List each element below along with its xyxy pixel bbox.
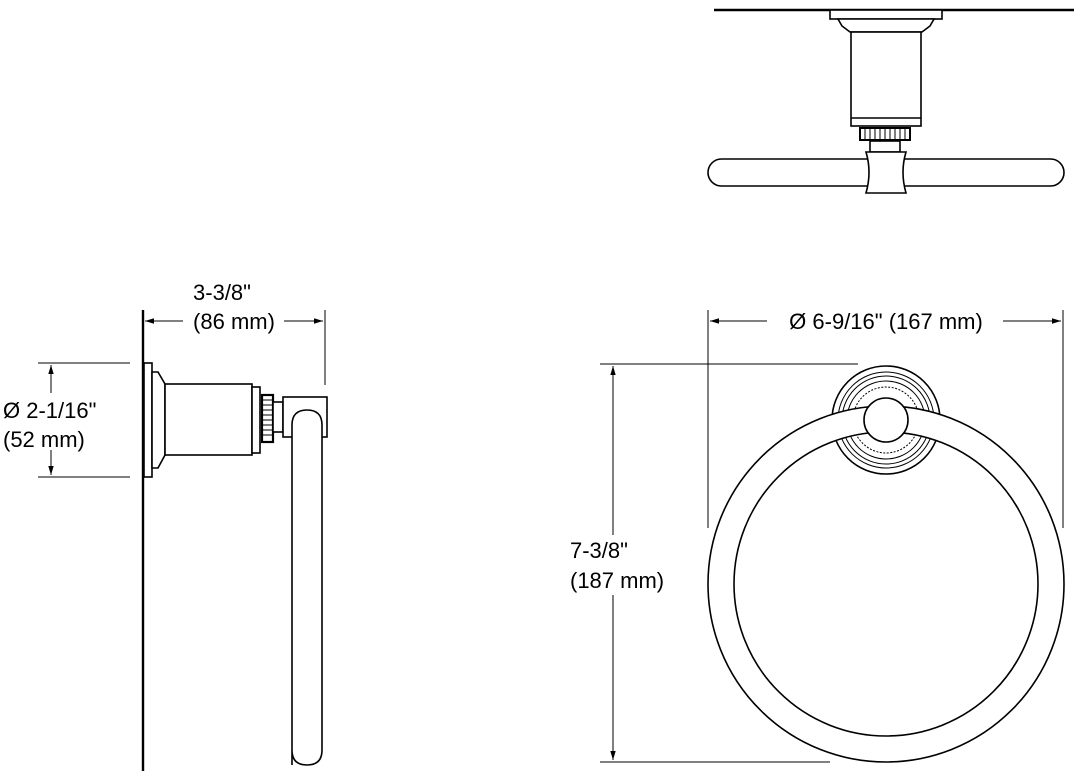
height-inches-label: 7-3/8" — [570, 538, 628, 563]
depth-mm-label: (86 mm) — [193, 309, 275, 334]
flange-step — [151, 371, 166, 469]
neck — [869, 140, 901, 153]
height-mm-label: (187 mm) — [570, 568, 664, 593]
flange — [143, 362, 153, 478]
post-body — [164, 383, 253, 456]
knob — [863, 397, 909, 443]
flange-diameter-mm-label: (52 mm) — [3, 427, 85, 452]
side-view: 3-3/8" (86 mm) Ø 2-1/16" (52 mm) — [3, 280, 328, 771]
hub — [864, 151, 908, 194]
flange-diameter-inches-label: Ø 2-1/16" — [3, 398, 96, 423]
towel-ring — [707, 405, 1065, 763]
top-view — [707, 8, 1074, 194]
depth-inches-label: 3-3/8" — [193, 280, 251, 305]
ring-bar-side — [291, 409, 323, 766]
post-body — [850, 31, 922, 127]
flange-step — [836, 18, 936, 33]
flange — [829, 9, 943, 20]
ring-diameter-label: Ø 6-9/16" (167 mm) — [789, 309, 983, 334]
front-view: Ø 6-9/16" (167 mm) 7-3/8" (187 mm) — [570, 309, 1065, 763]
